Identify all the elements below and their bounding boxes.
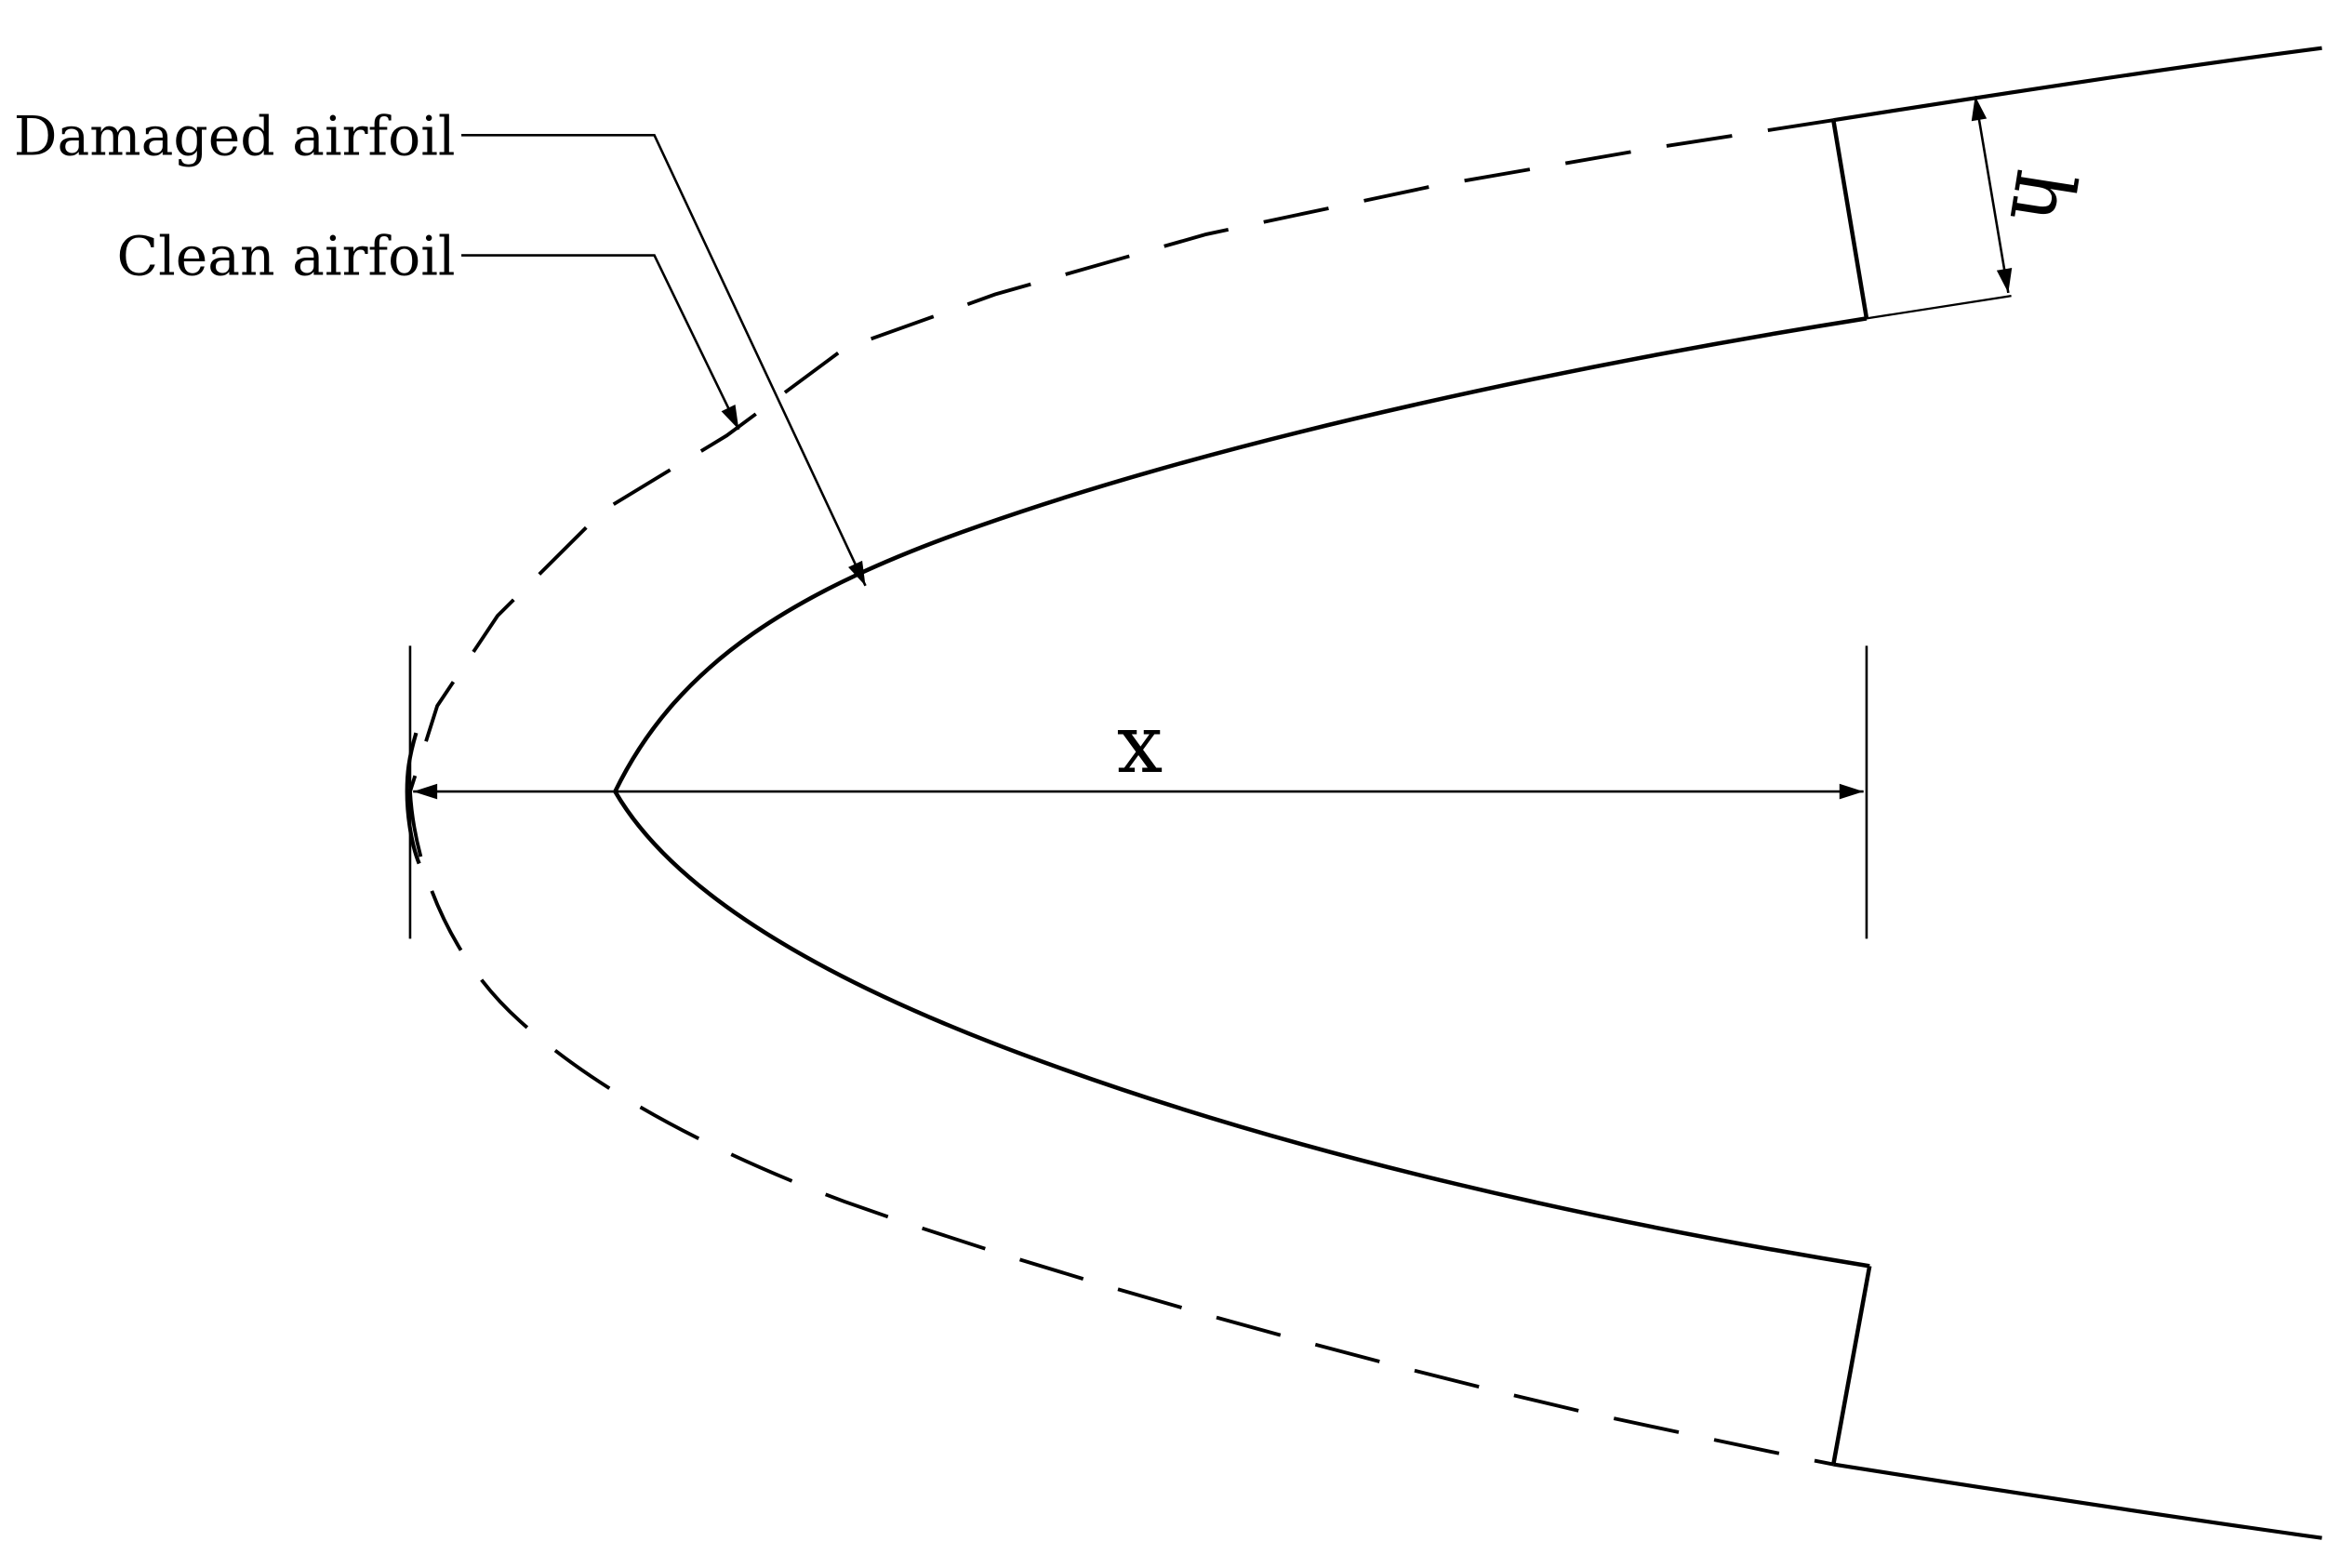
clean-airfoil-lower-solid bbox=[1832, 1462, 2322, 1540]
h-dimension-arrow bbox=[1971, 96, 2013, 294]
h-extension-line bbox=[1866, 295, 2012, 320]
damage-step-lower bbox=[1831, 1265, 1872, 1465]
clean-airfoil-lower-dashed bbox=[408, 791, 1834, 1467]
damage-step-upper bbox=[1831, 119, 1869, 319]
clean-airfoil-upper-solid bbox=[1832, 46, 2322, 123]
clean-airfoil-leader bbox=[461, 254, 740, 431]
damaged-airfoil-label: Damaged airfoil bbox=[14, 104, 456, 167]
clean-airfoil-upper-dashed bbox=[408, 118, 1834, 792]
h-dimension-label: h bbox=[1991, 164, 2094, 230]
clean-airfoil-label: Clean airfoil bbox=[116, 225, 455, 288]
damaged-airfoil-leader bbox=[461, 134, 867, 587]
x-dimension-label: x bbox=[1117, 697, 1163, 791]
